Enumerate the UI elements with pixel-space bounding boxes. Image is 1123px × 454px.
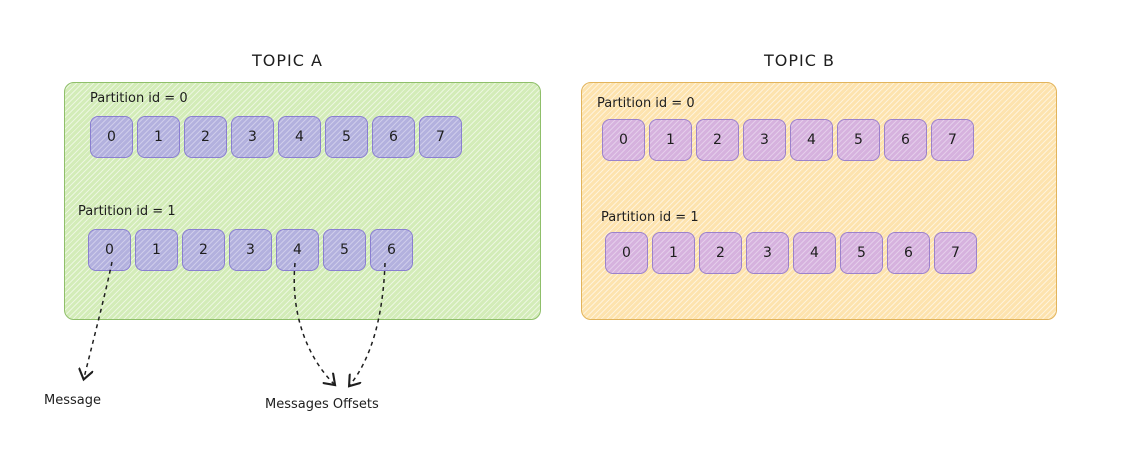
topic-a-partition-0-offset-cell: 1 bbox=[137, 116, 180, 158]
topic-a-partition-0-offset-cell: 5 bbox=[325, 116, 368, 158]
topic-b-partition-1-offset-cell: 1 bbox=[652, 232, 695, 274]
topic-a-partition-0-offset-cell: 6 bbox=[372, 116, 415, 158]
message-caption: Message bbox=[44, 393, 101, 408]
topic-b-partition-1-offset-cell: 5 bbox=[840, 232, 883, 274]
topic-a-partition-1-offset-cell: 3 bbox=[229, 229, 272, 271]
topic-a-partition-1-offset-cell: 2 bbox=[182, 229, 225, 271]
topic-b-partition-0-offset-cell: 7 bbox=[931, 119, 974, 161]
topic-a-partition-0-offset-cell: 2 bbox=[184, 116, 227, 158]
messages-offsets-caption: Messages Offsets bbox=[265, 397, 379, 412]
topic-a-partition-1-offset-cell: 1 bbox=[135, 229, 178, 271]
topic-b-partition-0-offset-cell: 1 bbox=[649, 119, 692, 161]
topic-b-partition-0-offset-cell: 3 bbox=[743, 119, 786, 161]
topic-a-partition-0-offset-cell: 7 bbox=[419, 116, 462, 158]
topic-a-partition-0-offset-cell: 3 bbox=[231, 116, 274, 158]
topic-a-partition-1-offset-cell: 4 bbox=[276, 229, 319, 271]
topic-b-partition-0-offset-cell: 5 bbox=[837, 119, 880, 161]
topic-a-partition-1-offset-cell: 0 bbox=[88, 229, 131, 271]
topic-b-partition-0-offset-cell: 0 bbox=[602, 119, 645, 161]
topic-b-partition-1-offset-cell: 3 bbox=[746, 232, 789, 274]
topic-b-title: TOPIC B bbox=[764, 51, 835, 70]
topic-b-partition-1-offset-cell: 2 bbox=[699, 232, 742, 274]
topic-b-partition-0-offset-cell: 6 bbox=[884, 119, 927, 161]
topic-b-partition-0-label: Partition id = 0 bbox=[597, 96, 695, 111]
topic-a-partition-1-offset-cell: 5 bbox=[323, 229, 366, 271]
topic-b-partition-0-offset-cell: 2 bbox=[696, 119, 739, 161]
topic-a-title: TOPIC A bbox=[252, 51, 323, 70]
topic-b-partition-1-offset-cell: 0 bbox=[605, 232, 648, 274]
topic-a-partition-0-offset-cell: 0 bbox=[90, 116, 133, 158]
topic-b-container bbox=[581, 82, 1057, 320]
topic-a-partition-1-label: Partition id = 1 bbox=[78, 204, 176, 219]
topic-b-partition-1-offset-cell: 6 bbox=[887, 232, 930, 274]
topic-b-partition-1-offset-cell: 4 bbox=[793, 232, 836, 274]
topic-a-partition-0-offset-cell: 4 bbox=[278, 116, 321, 158]
topic-a-partition-1-offset-cell: 6 bbox=[370, 229, 413, 271]
topic-a-partition-0-label: Partition id = 0 bbox=[90, 91, 188, 106]
topic-b-partition-1-offset-cell: 7 bbox=[934, 232, 977, 274]
topic-b-partition-1-label: Partition id = 1 bbox=[601, 210, 699, 225]
topic-b-partition-0-offset-cell: 4 bbox=[790, 119, 833, 161]
